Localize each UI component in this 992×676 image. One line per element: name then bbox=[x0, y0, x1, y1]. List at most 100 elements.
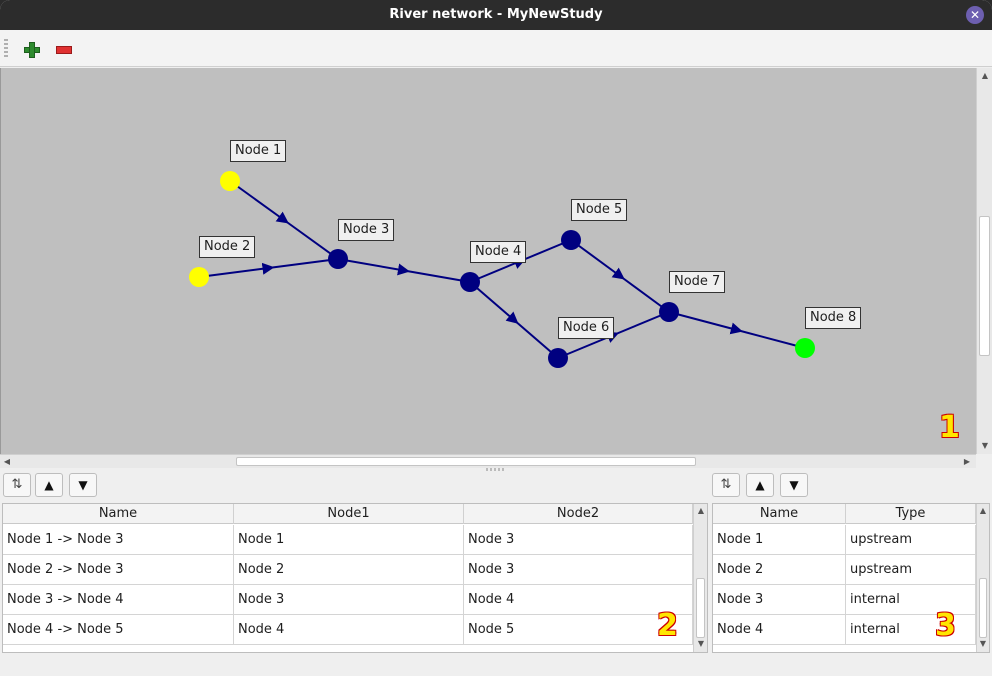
panel-number-2: 2 bbox=[657, 608, 678, 643]
table-cell[interactable]: Node 1 bbox=[713, 525, 846, 555]
arrow-down-icon: ▼ bbox=[789, 478, 799, 492]
scroll-up-arrow-icon[interactable]: ▲ bbox=[979, 506, 987, 515]
graph-horizontal-scrollbar[interactable]: ◀ ▶ bbox=[0, 454, 976, 468]
add-node-button[interactable] bbox=[20, 38, 42, 60]
node-3-label[interactable]: Node 3 bbox=[338, 219, 395, 241]
node-8-label[interactable]: Node 8 bbox=[805, 307, 862, 329]
table-cell[interactable]: internal bbox=[846, 615, 976, 645]
table-cell[interactable]: Node 3 bbox=[713, 585, 846, 615]
nodes-move-down-button[interactable]: ▼ bbox=[780, 473, 808, 497]
node-8-circle[interactable] bbox=[795, 338, 815, 358]
table-cell[interactable]: Node 4 -> Node 5 bbox=[3, 615, 234, 645]
splitter-handle[interactable] bbox=[486, 468, 506, 471]
table-cell[interactable]: Node 2 -> Node 3 bbox=[3, 555, 234, 585]
nodes-table-scrollbar[interactable]: ▲ ▼ bbox=[976, 504, 989, 652]
node-5-circle[interactable] bbox=[561, 230, 581, 250]
node-7-circle[interactable] bbox=[659, 302, 679, 322]
node-3-circle[interactable] bbox=[328, 249, 348, 269]
table-row[interactable]: Node 1 -> Node 3 Node 1 Node 3 bbox=[3, 525, 693, 555]
table-row[interactable]: Node 3 internal bbox=[713, 585, 976, 615]
table-cell[interactable]: Node 3 bbox=[234, 585, 464, 615]
close-button[interactable]: ✕ bbox=[966, 6, 984, 24]
node-5-label[interactable]: Node 5 bbox=[571, 199, 628, 221]
edges-move-down-button[interactable]: ▼ bbox=[69, 473, 97, 497]
table-row[interactable]: Node 4 internal bbox=[713, 615, 976, 645]
edge-node-1-to-node-3[interactable] bbox=[229, 180, 339, 260]
table-row[interactable]: Node 2 upstream bbox=[713, 555, 976, 585]
column-header-type[interactable]: Type bbox=[846, 504, 976, 524]
edges-move-up-button[interactable]: ▲ bbox=[35, 473, 63, 497]
table-cell[interactable]: Node 4 bbox=[464, 585, 693, 615]
table-cell[interactable]: Node 1 bbox=[234, 525, 464, 555]
scroll-down-arrow-icon[interactable]: ▼ bbox=[979, 639, 987, 648]
remove-node-button[interactable] bbox=[52, 38, 74, 60]
graph-vertical-scrollbar[interactable]: ▲ ▼ bbox=[976, 68, 992, 454]
table-row[interactable]: Node 3 -> Node 4 Node 3 Node 4 bbox=[3, 585, 693, 615]
window-title: River network - MyNewStudy bbox=[389, 7, 603, 22]
node-4-circle[interactable] bbox=[460, 272, 480, 292]
table-cell[interactable]: upstream bbox=[846, 525, 976, 555]
column-header-name[interactable]: Name bbox=[3, 504, 234, 524]
nodes-sort-button[interactable]: ⇅ bbox=[712, 473, 740, 497]
edge-node-4-to-node-6[interactable] bbox=[469, 281, 559, 359]
table-cell[interactable]: Node 3 -> Node 4 bbox=[3, 585, 234, 615]
table-cell[interactable]: Node 2 bbox=[713, 555, 846, 585]
table-cell[interactable]: Node 3 bbox=[464, 555, 693, 585]
edges-table[interactable]: Name Node1 Node2 Node 1 -> Node 3 Node 1… bbox=[2, 503, 708, 653]
table-cell[interactable]: Node 3 bbox=[464, 525, 693, 555]
toolbar-grip-icon[interactable] bbox=[4, 39, 8, 57]
table-cell[interactable]: Node 5 bbox=[464, 615, 693, 645]
network-graph[interactable] bbox=[1, 68, 977, 454]
edge-node-5-to-node-7[interactable] bbox=[570, 239, 670, 313]
table-cell[interactable]: upstream bbox=[846, 555, 976, 585]
node-1-circle[interactable] bbox=[220, 171, 240, 191]
graph-vscroll-thumb[interactable] bbox=[979, 216, 990, 356]
graph-hscroll-thumb[interactable] bbox=[236, 457, 696, 466]
scroll-right-arrow-icon[interactable]: ▶ bbox=[963, 457, 971, 466]
edge-node-3-to-node-4[interactable] bbox=[337, 258, 471, 283]
status-bar bbox=[0, 655, 992, 676]
table-row[interactable]: Node 1 upstream bbox=[713, 525, 976, 555]
table-cell[interactable]: Node 4 bbox=[234, 615, 464, 645]
scroll-left-arrow-icon[interactable]: ◀ bbox=[3, 457, 11, 466]
table-row[interactable]: Node 2 -> Node 3 Node 2 Node 3 bbox=[3, 555, 693, 585]
arrow-up-icon: ▲ bbox=[44, 478, 54, 492]
column-header-node1[interactable]: Node1 bbox=[234, 504, 464, 524]
edges-table-scrollbar[interactable]: ▲ ▼ bbox=[693, 504, 707, 652]
arrow-down-icon: ▼ bbox=[78, 478, 88, 492]
node-1-label[interactable]: Node 1 bbox=[230, 140, 287, 162]
node-2-label[interactable]: Node 2 bbox=[199, 236, 256, 258]
edges-table-header: Name Node1 Node2 bbox=[3, 504, 693, 524]
node-2-circle[interactable] bbox=[189, 267, 209, 287]
edges-sort-button[interactable]: ⇅ bbox=[3, 473, 31, 497]
scroll-up-arrow-icon[interactable]: ▲ bbox=[697, 506, 705, 515]
nodes-move-up-button[interactable]: ▲ bbox=[746, 473, 774, 497]
table-cell[interactable]: Node 2 bbox=[234, 555, 464, 585]
edge-node-7-to-node-8[interactable] bbox=[668, 311, 806, 349]
table-cell[interactable]: Node 1 -> Node 3 bbox=[3, 525, 234, 555]
title-bar: River network - MyNewStudy ✕ bbox=[0, 0, 992, 30]
node-7-label[interactable]: Node 7 bbox=[669, 271, 726, 293]
nodes-table[interactable]: Name Type Node 1 upstream Node 2 upstrea… bbox=[712, 503, 990, 653]
node-4-label[interactable]: Node 4 bbox=[470, 241, 527, 263]
scroll-down-arrow-icon[interactable]: ▼ bbox=[697, 639, 705, 648]
nodes-table-header: Name Type bbox=[713, 504, 976, 524]
column-header-name[interactable]: Name bbox=[713, 504, 846, 524]
edges-table-scroll-thumb[interactable] bbox=[696, 578, 705, 638]
panel-number-3: 3 bbox=[935, 608, 956, 643]
table-cell[interactable]: Node 4 bbox=[713, 615, 846, 645]
network-canvas[interactable]: Node 1 Node 2 Node 3 Node 4 Node 5 Node 6 Node… bbox=[0, 68, 976, 454]
table-row[interactable]: Node 4 -> Node 5 Node 4 Node 5 bbox=[3, 615, 693, 645]
node-6-circle[interactable] bbox=[548, 348, 568, 368]
column-header-node2[interactable]: Node2 bbox=[464, 504, 693, 524]
scroll-up-arrow-icon[interactable]: ▲ bbox=[981, 71, 989, 80]
sort-icon: ⇅ bbox=[720, 477, 732, 492]
edge-node-2-to-node-3[interactable] bbox=[198, 258, 339, 278]
nodes-table-scroll-thumb[interactable] bbox=[979, 578, 987, 638]
scroll-down-arrow-icon[interactable]: ▼ bbox=[981, 441, 989, 450]
edges-table-body: Node 1 -> Node 3 Node 1 Node 3 Node 2 ->… bbox=[3, 525, 693, 645]
table-cell[interactable]: internal bbox=[846, 585, 976, 615]
node-6-label[interactable]: Node 6 bbox=[558, 317, 615, 339]
arrow-up-icon: ▲ bbox=[755, 478, 765, 492]
